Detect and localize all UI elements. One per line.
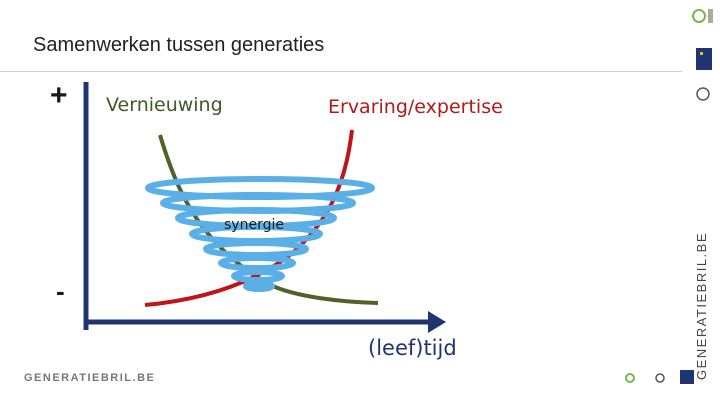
x-axis-arrowhead — [428, 311, 446, 333]
label-synergy: synergie — [224, 217, 284, 233]
vlaanderen-logo-icon — [692, 9, 713, 23]
esf-logo-icon — [696, 48, 712, 70]
synergy-spiral — [145, 176, 375, 292]
footer-logo: GENERATIEBRIL.BE — [24, 372, 156, 384]
slide-title: Samenwerken tussen generaties — [33, 34, 325, 56]
label-experience: Ervaring/expertise — [328, 96, 503, 118]
vlaanderen-logo-icon — [625, 373, 635, 383]
side-brand-text: GENERATIEBRIL.BE — [694, 231, 709, 380]
esf-logo-icon — [680, 370, 694, 384]
plus-sign: + — [50, 79, 68, 112]
renewal-curve — [158, 134, 379, 305]
label-renewal: Vernieuwing — [106, 94, 223, 116]
title-divider — [0, 71, 682, 72]
fonds-logo-icon — [696, 87, 710, 101]
minus-sign: - — [56, 276, 65, 306]
label-time-axis: (leef)tijd — [368, 336, 457, 360]
fonds-logo-icon — [655, 373, 665, 383]
